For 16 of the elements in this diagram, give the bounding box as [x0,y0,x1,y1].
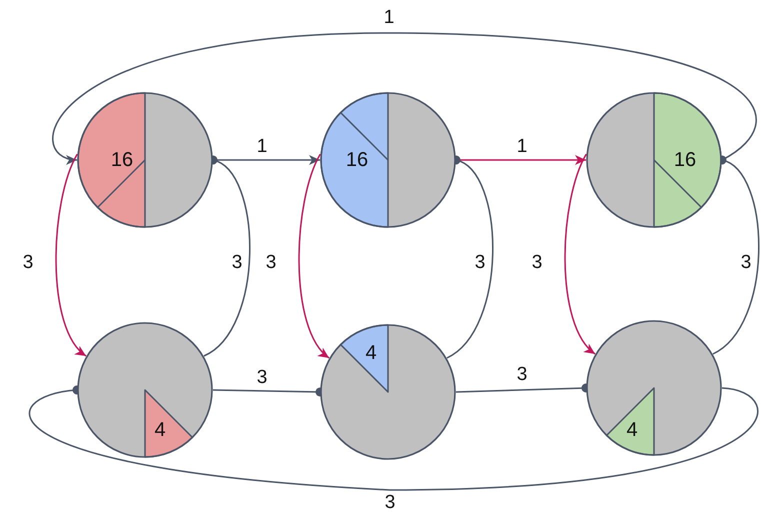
arrow [564,154,596,355]
count-label: 16 [110,150,134,170]
pie-circle [320,324,456,460]
pie-circle [77,322,213,458]
count-label: 4 [365,343,377,363]
count-label: 4 [154,420,166,440]
arrow [298,154,330,359]
arrow [55,154,87,357]
arrow [52,32,756,163]
count-label: 4 [626,420,638,440]
count-label: 16 [674,150,696,170]
pie-circle [586,320,722,456]
pie-circle [320,92,456,228]
count-label: 16 [346,150,368,170]
pie-circle [77,92,213,228]
pie-circle [586,92,722,228]
